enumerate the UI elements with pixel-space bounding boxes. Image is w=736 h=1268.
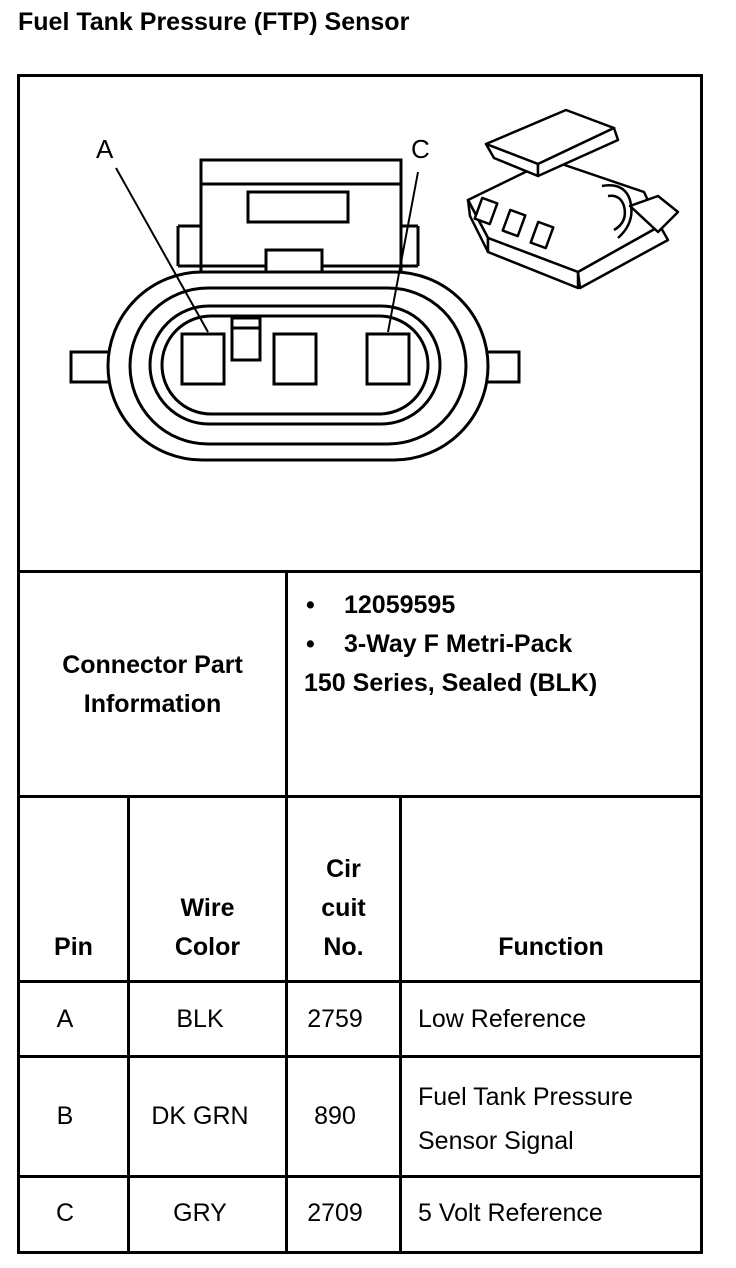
divider-col-circuit [399,795,402,1254]
divider-col-wire [285,795,288,1254]
bullet-1: • [306,591,315,619]
header-pin: Pin [54,933,93,961]
divider-row-b [17,1175,703,1178]
part-description-line2: 150 Series, Sealed (BLK) [304,669,598,697]
connector-part-details: • 12059595 • 3-Way F Metri-Pack 150 Series… [304,586,598,703]
divider-col-pin [127,795,130,1254]
divider-col-info [285,570,288,798]
row-b-function: Fuel Tank Pressure Sensor Signal [418,1075,633,1163]
row-b-function-line2: Sensor Signal [418,1127,574,1155]
row-c-circuit: 2709 [307,1199,363,1227]
row-c-function: 5 Volt Reference [418,1194,603,1233]
row-b-function-line1: Fuel Tank Pressure [418,1083,633,1111]
connector-info-label: Connector Part Information [20,646,285,724]
bullet-2: • [306,630,315,658]
divider-header [17,980,703,983]
table-border-bottom [17,1251,703,1254]
divider-connector-info [17,795,703,798]
table-border-right [700,74,703,1254]
row-a-pin: A [56,1005,74,1033]
pin-label-a: A [96,134,114,164]
header-function: Function [498,933,604,961]
header-circuit-line3: No. [323,933,364,961]
row-c-function-line1: 5 Volt Reference [418,1199,603,1227]
divider-row-a [17,1055,703,1058]
connector-diagram: A C [69,108,680,462]
divider-diagram [17,570,703,573]
page-title: Fuel Tank Pressure (FTP) Sensor [18,8,410,36]
header-circuit: Cir cuit No. [288,850,399,967]
table-border-left [17,74,20,1254]
pin-label-c: C [411,134,430,164]
row-a-function: Low Reference [418,1000,586,1039]
row-c-pin: C [55,1199,75,1227]
header-wire-line1: Wire [180,894,235,922]
header-wire-line2: Color [174,933,241,961]
connector-info-label-text: Connector Part Information [62,651,243,718]
part-number: 12059595 [344,591,456,619]
row-b-wire: DK GRN [151,1102,249,1130]
table-border-top [17,74,703,77]
row-b-circuit: 890 [314,1102,356,1130]
row-a-circuit: 2759 [307,1005,363,1033]
header-circuit-line2: cuit [321,894,366,922]
header-wire-color: Wire Color [130,889,285,967]
row-a-wire: BLK [176,1005,224,1033]
row-b-pin: B [56,1102,74,1130]
header-circuit-line1: Cir [326,855,361,883]
row-c-wire: GRY [173,1199,227,1227]
row-a-function-line1: Low Reference [418,1005,587,1033]
part-description-line1: 3-Way F Metri-Pack [344,630,573,658]
